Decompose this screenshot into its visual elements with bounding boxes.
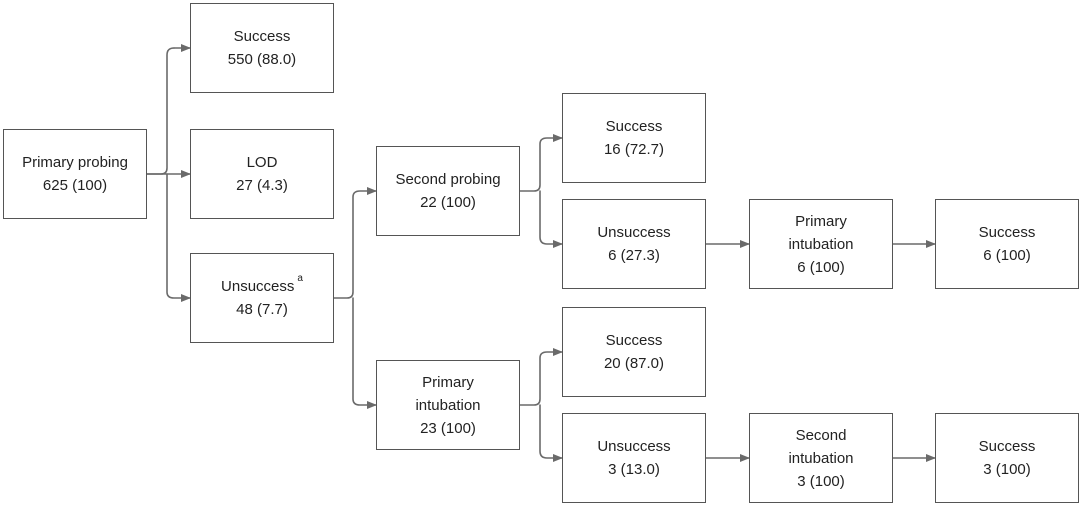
node-label-line-2: intubation bbox=[788, 449, 854, 467]
connector-to-unsuccess-2 bbox=[539, 190, 563, 248]
connector-to-unsuccess-3 bbox=[539, 404, 563, 462]
node-value: 3 (100) bbox=[797, 472, 845, 490]
node-value: 22 (100) bbox=[420, 194, 476, 211]
node-value: 3 (100) bbox=[983, 461, 1031, 478]
node-value: 20 (87.0) bbox=[603, 355, 665, 372]
node-label: Success bbox=[978, 438, 1036, 455]
node-value: 6 (100) bbox=[983, 247, 1031, 264]
node-label-line-2: intubation bbox=[788, 235, 854, 253]
node-success-5: Success 3 (100) bbox=[935, 413, 1079, 503]
node-primary-intubation-2: Primary intubation 6 (100) bbox=[749, 199, 893, 289]
node-primary-intubation-1: Primary intubation 23 (100) bbox=[376, 360, 520, 450]
node-label: Unsuccess bbox=[597, 224, 671, 241]
node-second-probing: Second probing 22 (100) bbox=[376, 146, 520, 236]
node-value: 6 (27.3) bbox=[608, 247, 660, 264]
node-label: Second probing bbox=[395, 171, 501, 188]
connector-to-success-4 bbox=[519, 348, 563, 406]
node-second-intubation: Second intubation 3 (100) bbox=[749, 413, 893, 503]
node-success-4: Success 20 (87.0) bbox=[562, 307, 706, 397]
footnote-marker: a bbox=[297, 273, 303, 284]
node-value: 16 (72.7) bbox=[603, 141, 665, 158]
node-label: Success bbox=[605, 332, 663, 349]
node-label: LOD bbox=[246, 154, 278, 171]
node-label-line-1: Second bbox=[795, 426, 847, 444]
node-success-2: Success 16 (72.7) bbox=[562, 93, 706, 183]
node-value: 550 (88.0) bbox=[227, 51, 297, 68]
node-value: 3 (13.0) bbox=[608, 461, 660, 478]
node-value: 6 (100) bbox=[797, 258, 845, 276]
node-label: Primary intubation bbox=[415, 373, 481, 414]
node-value: 625 (100) bbox=[42, 177, 108, 194]
node-primary-probing: Primary probing 625 (100) bbox=[3, 129, 147, 219]
connector-to-primary-intubation-1 bbox=[352, 297, 377, 409]
node-label-line-1: Primary bbox=[795, 212, 847, 230]
connector-to-success-2 bbox=[519, 134, 563, 192]
node-label: Success bbox=[605, 118, 663, 135]
node-label: Success bbox=[978, 224, 1036, 241]
node-unsuccess-2: Unsuccess 6 (27.3) bbox=[562, 199, 706, 289]
node-value: 48 (7.7) bbox=[236, 301, 288, 318]
node-success-1: Success 550 (88.0) bbox=[190, 3, 334, 93]
node-label: Unsuccess bbox=[221, 278, 295, 295]
node-label: Primary probing bbox=[22, 154, 128, 171]
node-value: 23 (100) bbox=[420, 419, 476, 437]
node-unsuccess-3: Unsuccess 3 (13.0) bbox=[562, 413, 706, 503]
connector-primary-trunk bbox=[146, 47, 175, 175]
node-success-3: Success 6 (100) bbox=[935, 199, 1079, 289]
node-value: 27 (4.3) bbox=[236, 177, 288, 194]
node-lod: LOD 27 (4.3) bbox=[190, 129, 334, 219]
connector-to-second-probing bbox=[333, 187, 377, 299]
node-label: Success bbox=[233, 28, 291, 45]
connector-to-unsuccess-1 bbox=[166, 173, 191, 302]
node-label: Unsuccess bbox=[597, 438, 671, 455]
